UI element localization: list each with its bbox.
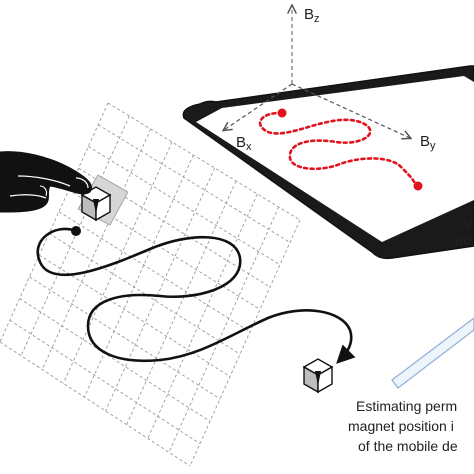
grid-line xyxy=(78,167,271,288)
grid-line xyxy=(58,211,251,333)
axis-z-label: Bz xyxy=(304,6,320,25)
grid-line xyxy=(189,219,301,467)
grid-line xyxy=(84,154,194,398)
smartphone-icon xyxy=(182,65,474,260)
grid-line xyxy=(0,102,109,343)
grid-line xyxy=(126,180,237,425)
grid-line xyxy=(147,193,258,439)
grid-line xyxy=(88,146,281,266)
side-label-line2: loc xyxy=(452,232,470,248)
grid-line xyxy=(0,341,191,467)
grid-line xyxy=(107,102,301,221)
table-trajectory-start-dot xyxy=(71,226,81,236)
grid-line xyxy=(68,189,261,310)
magnet-cube-icon xyxy=(302,358,334,394)
hand-icon xyxy=(0,151,92,213)
side-label-line1: V xyxy=(463,215,473,231)
table-trajectory xyxy=(36,227,356,364)
axis-x-label: Bx xyxy=(236,134,252,153)
grid-line xyxy=(9,319,201,445)
caption-line2: magnet position i xyxy=(348,418,454,434)
grid-line xyxy=(97,124,291,243)
axis-z: Bz xyxy=(292,6,320,84)
grid-line xyxy=(105,167,216,412)
caption-line1: Estimating perm xyxy=(356,398,457,414)
stylus-icon xyxy=(391,317,474,389)
axis-y: By xyxy=(291,83,436,152)
phone-screen xyxy=(196,76,474,242)
grid-line xyxy=(19,298,211,422)
axis-y-label: By xyxy=(420,133,436,152)
grid-line xyxy=(39,254,231,377)
screen-trajectory-start-dot xyxy=(277,108,287,118)
caption-line3: of the mobile de xyxy=(358,438,458,454)
grid-line xyxy=(168,206,280,453)
grid-line xyxy=(29,276,221,400)
screen-trajectory-end-dot xyxy=(413,181,423,191)
axis-x: Bx xyxy=(224,83,293,153)
screen-trajectory xyxy=(258,111,418,188)
